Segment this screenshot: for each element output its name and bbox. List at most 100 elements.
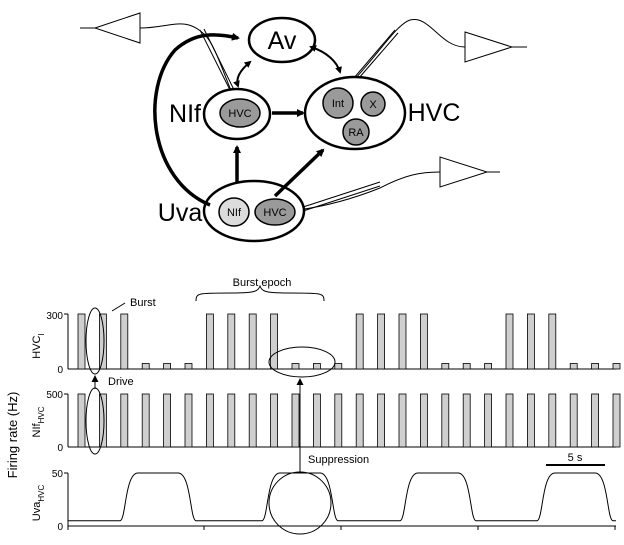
panel-hvc-i-sub: I (37, 333, 46, 335)
uva-label: Uva (158, 199, 203, 227)
bars-nif-hvc (77, 393, 621, 448)
nif-hvc-bar (484, 393, 493, 448)
burst-epoch-label: Burst epoch (233, 277, 292, 289)
hvc-i-bar (163, 363, 172, 370)
circuit-diagram: Av HVC NIf Int X RA HVC NIf HVC Uva (80, 12, 527, 243)
hvc-i-bar (612, 363, 621, 370)
hvc-ra-cells (342, 118, 370, 146)
burst-label: Burst (130, 297, 156, 309)
hvc-i-bar (77, 313, 86, 370)
nif-hvc-bar (141, 393, 150, 448)
amplifier-triangle-left (93, 12, 141, 44)
electrode-nif (80, 12, 242, 107)
suppression-label: Suppression (308, 454, 369, 466)
hvc-i-bar (591, 363, 599, 370)
arrow-uva-to-hvc (273, 148, 325, 198)
arrow-uva-to-av (153, 32, 240, 207)
panel-nif-hvc-main: NIf (31, 422, 43, 437)
panel-hvc-i-main: HVC (31, 335, 43, 358)
arrow-av-nif (233, 60, 252, 88)
hvc-i-bar (141, 363, 150, 370)
nif-hvc-bar (548, 393, 557, 448)
tick-nif-min: 0 (57, 443, 63, 454)
panel-nif-hvc-label: NIfHVC (31, 406, 46, 437)
nif-hvc-bar (312, 393, 321, 448)
nif-hvc-bar (462, 393, 471, 448)
panel-nif-hvc-sub: HVC (37, 406, 46, 423)
uva-hvc-cells (254, 198, 296, 226)
nif-hvc-cells (219, 98, 261, 128)
nif-hvc-bar (419, 393, 428, 448)
uva-nif-cells (218, 197, 250, 227)
nif-hvc-bar (291, 393, 300, 448)
hvc-int-cells (322, 87, 354, 119)
tick-hvc-i-min: 0 (57, 365, 63, 376)
hvc-i-bar (334, 363, 343, 370)
tick-uva-max: 50 (52, 469, 64, 480)
nif-hvc-bar (569, 393, 578, 448)
hvc-i-bar (377, 313, 386, 370)
hvc-label: HVC (408, 99, 461, 127)
nif-hvc-bar (184, 393, 193, 448)
burst-epoch-bracket (195, 284, 325, 302)
hvc-x-label: X (369, 99, 377, 111)
projection-arrows (153, 32, 325, 207)
suppression-circle (268, 471, 332, 535)
hvc-i-bar (312, 363, 321, 370)
arrow-av-hvc (309, 45, 342, 74)
uva-x-ticks (67, 526, 616, 530)
av-nucleus (247, 16, 317, 64)
hvc-i-bar (505, 313, 514, 370)
hvc-i-bar (419, 313, 428, 370)
hvc-ra-label: RA (348, 127, 364, 139)
hvc-i-bar (184, 363, 193, 370)
hvc-i-bar (441, 363, 450, 370)
hvc-i-bar (270, 313, 279, 370)
nif-hvc-bar (505, 393, 514, 448)
tick-uva-min: 0 (57, 522, 63, 533)
hvc-i-bar (355, 313, 364, 370)
hvc-i-bar (527, 313, 535, 370)
reciprocal-arrows (233, 45, 342, 88)
hvc-i-bar (99, 313, 107, 370)
nif-hvc-bar (612, 393, 621, 448)
nif-hvc-bar (377, 393, 386, 448)
burst-pointer (111, 302, 126, 312)
panel-hvc-i-label: HVCI (31, 333, 46, 358)
burst-oval (85, 307, 105, 375)
nif-hvc-bar (334, 393, 343, 448)
nif-hvc-bar (355, 393, 364, 448)
av-label: Av (268, 27, 297, 55)
uva-nif-label: NIf (227, 207, 242, 219)
hvc-i-bar (227, 313, 236, 370)
nif-hvc-bar (227, 393, 236, 448)
nif-hvc-bar (248, 393, 257, 448)
panel-uva-hvc-label: UvaHVC (31, 485, 46, 522)
nif-hvc-bar (398, 393, 407, 448)
hvc-i-bar (484, 363, 493, 370)
hvc-i-bar (548, 313, 557, 370)
hvc-i-bar (205, 313, 214, 370)
hvc-i-bar (462, 363, 471, 370)
scale-bar-label: 5 s (568, 452, 583, 464)
amplifier-triangle-lower (439, 156, 489, 188)
hvc-i-bar (569, 363, 578, 370)
suppression-oval (268, 346, 336, 378)
hvc-i-bar (120, 313, 129, 370)
electrode-uva (297, 156, 500, 213)
tick-hvc-i-max: 300 (46, 311, 63, 322)
nif-hvc-label: HVC (228, 108, 251, 120)
tick-nif-max: 500 (46, 390, 63, 401)
hvc-x-cells (360, 91, 386, 117)
nif-hvc-bar (527, 393, 535, 448)
nif-hvc-bar (441, 393, 450, 448)
amplifier-triangle-right (464, 31, 514, 63)
nif-hvc-bar (163, 393, 172, 448)
firing-rate-plots: Firing rate (Hz) HVCI NIfHVC UvaHVC 300 … (5, 277, 621, 535)
y-axis-title: Firing rate (Hz) (5, 392, 20, 479)
hvc-i-bar (291, 363, 300, 370)
hvc-int-label: Int (332, 98, 344, 110)
bars-hvc-i (77, 313, 621, 370)
hvc-i-bar (398, 313, 407, 370)
nif-label: NIf (169, 100, 201, 128)
